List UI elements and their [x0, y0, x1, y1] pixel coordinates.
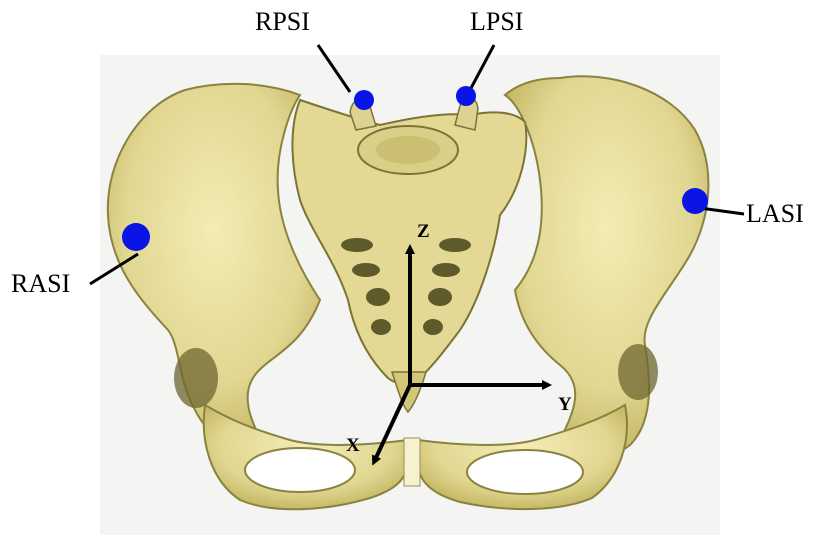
z-axis-label: Z	[417, 222, 430, 241]
pubic-symphysis	[404, 438, 420, 486]
lasi-marker	[682, 188, 708, 214]
rasi-label: RASI	[11, 271, 70, 297]
lpsi-marker	[456, 86, 476, 106]
rpsi-label: RPSI	[255, 9, 310, 35]
lpsi-label: LPSI	[470, 9, 523, 35]
left-obturator-foramen	[467, 450, 583, 494]
left-acetabulum	[618, 344, 658, 400]
y-axis-label: Y	[558, 395, 572, 414]
x-axis-label: X	[346, 436, 360, 455]
rpsi-marker	[354, 90, 374, 110]
right-obturator-foramen	[245, 448, 355, 492]
sacral-body-inner	[376, 136, 440, 164]
right-acetabulum	[174, 348, 218, 408]
lasi-label: LASI	[746, 201, 804, 227]
rasi-marker	[122, 223, 150, 251]
